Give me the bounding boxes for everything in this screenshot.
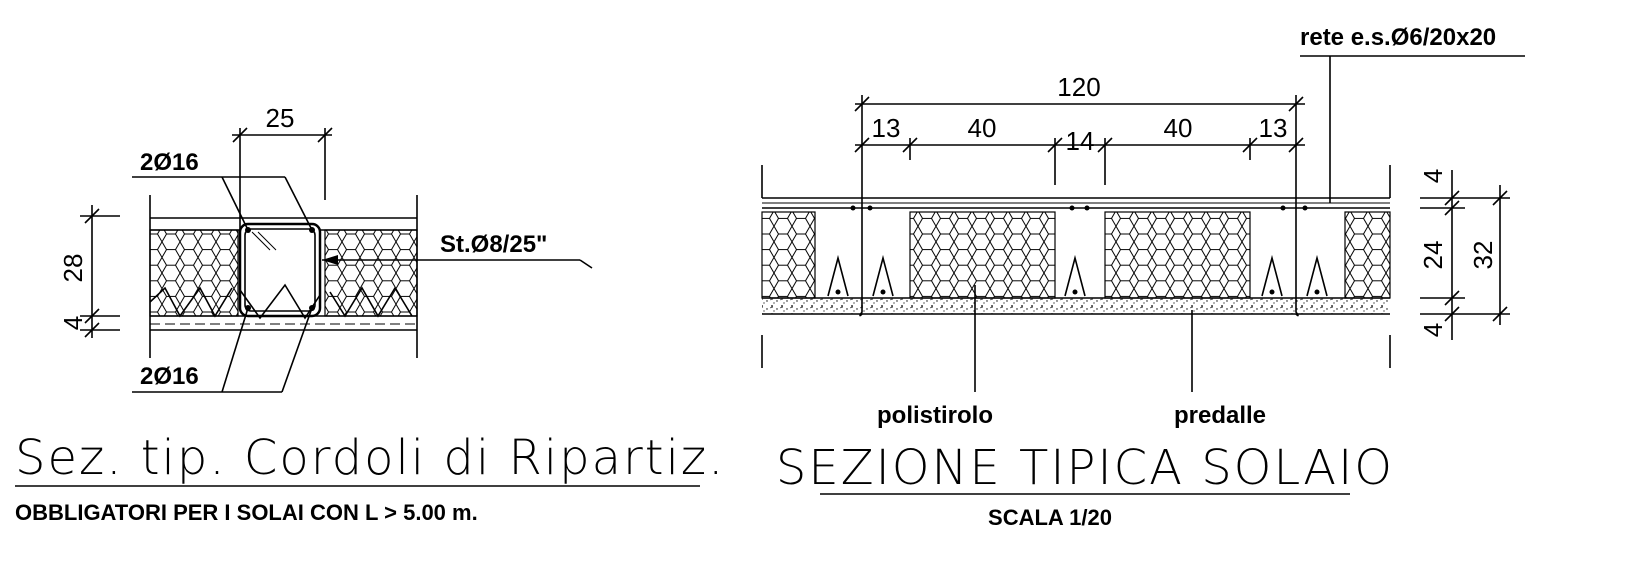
bottom-slab-dim: 4 [1418,323,1448,337]
top-slab-dim: 4 [1418,169,1448,183]
bottom-rebar-label: 2Ø16 [140,363,199,390]
segment-dim-1: 13 [872,113,901,143]
right-polystyrene-block [324,229,418,317]
overall-height-dim: 32 [1468,241,1498,270]
scale-label: SCALA 1/20 [988,505,1112,530]
slab-polystyrene-block-2 [909,211,1056,299]
slab-polystyrene-block-4 [1344,211,1391,299]
curb-section-detail: 25 28 4 2Ø16 2Ø16 St.Ø8/25" Sez. tip. Co… [15,103,725,525]
left-polystyrene-block [149,229,239,317]
curb-stirrup [238,222,322,318]
predalle-label: predalle [1174,402,1266,429]
middle-dim: 24 [1418,241,1448,270]
segment-dim-5: 13 [1259,113,1288,143]
slab-polystyrene-block-1 [761,211,816,299]
curb-bottom-dim: 4 [58,316,88,330]
segment-dim-2: 40 [968,113,997,143]
stirrups-label: St.Ø8/25" [440,231,547,258]
curb-width-dim: 25 [266,103,295,133]
mesh-label: rete e.s.Ø6/20x20 [1300,24,1496,51]
segment-dim-3: 14 [1066,126,1095,156]
curb-title: Sez. tip. Cordoli di Ripartiz. [15,430,725,486]
slab-polystyrene-block-3 [1104,211,1251,299]
slab-section-detail: 120 13 40 14 40 13 rete e.s.Ø6/20x20 [761,24,1525,530]
curb-subtitle: OBBLIGATORI PER I SOLAI CON L > 5.00 m. [15,500,478,525]
predalle-base [762,298,1390,314]
curb-height-dim: 28 [58,254,88,283]
top-rebar-label: 2Ø16 [140,149,199,176]
slab-total-width-dim: 120 [1057,72,1100,102]
polystyrene-label: polistirolo [877,402,993,429]
segment-dim-4: 40 [1164,113,1193,143]
slab-title: SEZIONE TIPICA SOLAIO [776,440,1394,496]
